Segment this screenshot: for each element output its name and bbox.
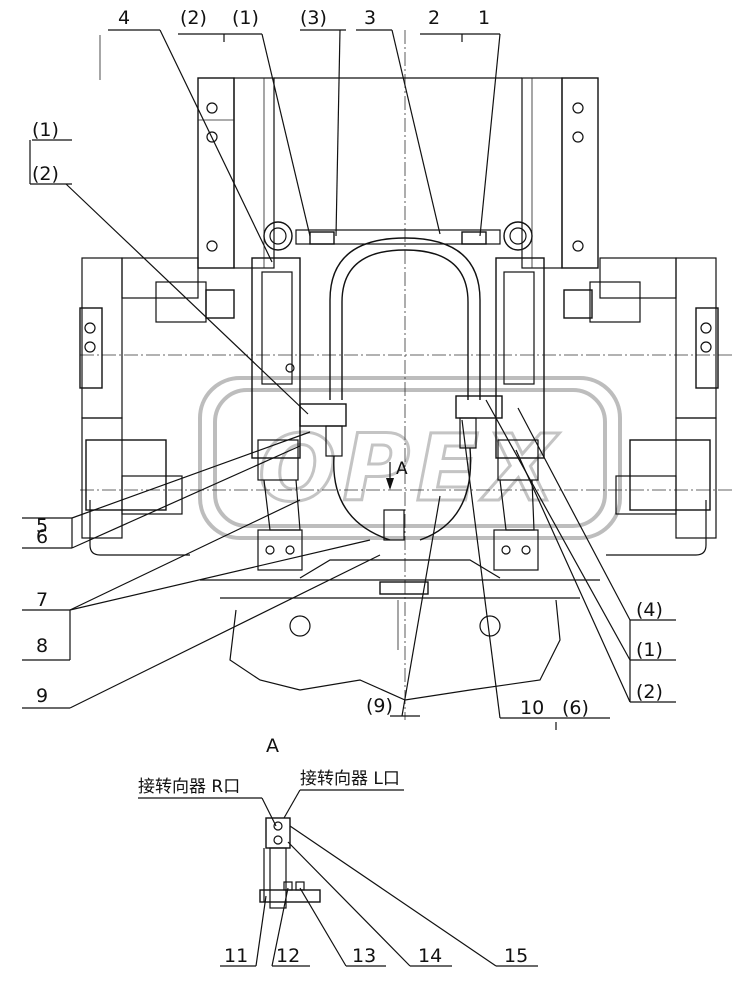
label-1: 1 <box>478 7 490 29</box>
view-a-arrow-label: A <box>396 459 408 479</box>
label-2-paren-top: (2) <box>180 7 207 29</box>
label-7: 7 <box>36 589 48 611</box>
leader-lines <box>22 29 676 730</box>
label-8: 8 <box>36 635 48 657</box>
label-4-paren-right: (4) <box>636 599 663 621</box>
top-labels: 4 (2) (1) (3) 3 2 1 <box>118 7 490 29</box>
view-a-detail: A 接转向器 R口 接转向器 L口 11 12 13 14 15 <box>138 735 538 967</box>
left-labels: (1) (2) 5 6 7 8 9 <box>32 119 59 707</box>
view-a-title: A <box>266 735 279 757</box>
label-1-paren-top: (1) <box>232 7 259 29</box>
label-13: 13 <box>352 945 376 967</box>
label-3-paren-top: (3) <box>300 7 327 29</box>
bottom-labels: (9) 10 (6) A <box>366 459 589 719</box>
watermark-text: OPEX <box>258 415 561 522</box>
label-2: 2 <box>428 7 440 29</box>
port-r-label: 接转向器 R口 <box>138 777 240 797</box>
right-labels: (4) (1) (2) <box>636 599 663 703</box>
label-1-paren-left: (1) <box>32 119 59 141</box>
label-9: 9 <box>36 685 48 707</box>
label-6: 6 <box>36 526 48 548</box>
label-12: 12 <box>276 945 300 967</box>
label-10: 10 <box>520 697 544 719</box>
label-6-paren-bottom: (6) <box>562 697 589 719</box>
watermark: OPEX <box>198 376 622 540</box>
label-5: 5 <box>36 515 48 537</box>
label-15: 15 <box>504 945 528 967</box>
label-2-paren-right: (2) <box>636 681 663 703</box>
label-14: 14 <box>418 945 442 967</box>
label-1-paren-right: (1) <box>636 639 663 661</box>
port-l-label: 接转向器 L口 <box>300 769 400 789</box>
label-9-paren-bottom: (9) <box>366 695 393 717</box>
label-4: 4 <box>118 7 130 29</box>
machine-frame <box>79 30 735 720</box>
label-3: 3 <box>364 7 376 29</box>
label-2-paren-left: (2) <box>32 163 59 185</box>
label-11: 11 <box>224 945 248 967</box>
